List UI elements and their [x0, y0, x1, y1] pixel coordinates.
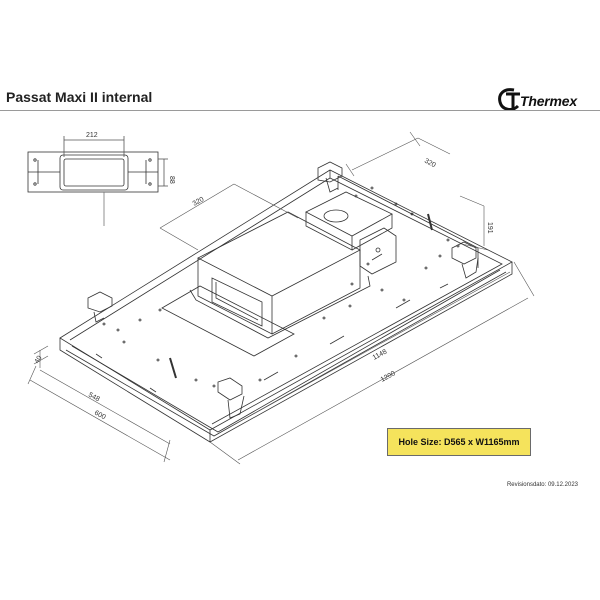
- dim-front-height: 40: [34, 355, 44, 365]
- brand-name: Thermex: [520, 93, 577, 109]
- brand-logo: Thermex: [496, 84, 596, 116]
- bracket-detail: [27, 136, 168, 226]
- motor-unit: [189, 191, 397, 339]
- dim-inner-depth: 548: [87, 392, 101, 404]
- revision-date: Revisionsdato: 09.12.2023: [506, 482, 578, 488]
- dim-outer-length: 1200: [380, 370, 397, 384]
- hood-body: [59, 169, 513, 443]
- dim-outer-depth: 600: [93, 410, 107, 422]
- dim-bracket-height: 88: [168, 176, 175, 184]
- dimension-labels: 212 88 320 320 191 40 548 600 1148 1200: [34, 132, 493, 421]
- corner-brackets: [87, 161, 479, 419]
- dim-top-depth: 320: [423, 158, 437, 170]
- dim-side-height: 191: [486, 222, 493, 234]
- dim-motor-offset: 320: [192, 196, 206, 208]
- hole-size-note: Hole Size: D565 x W1165mm: [387, 428, 531, 456]
- page-title: Passat Maxi II internal: [6, 89, 153, 105]
- dim-bracket-width: 212: [86, 132, 98, 139]
- title-divider: [0, 110, 600, 111]
- thermex-logo-icon: [498, 88, 520, 111]
- dimension-lines: [27, 131, 535, 465]
